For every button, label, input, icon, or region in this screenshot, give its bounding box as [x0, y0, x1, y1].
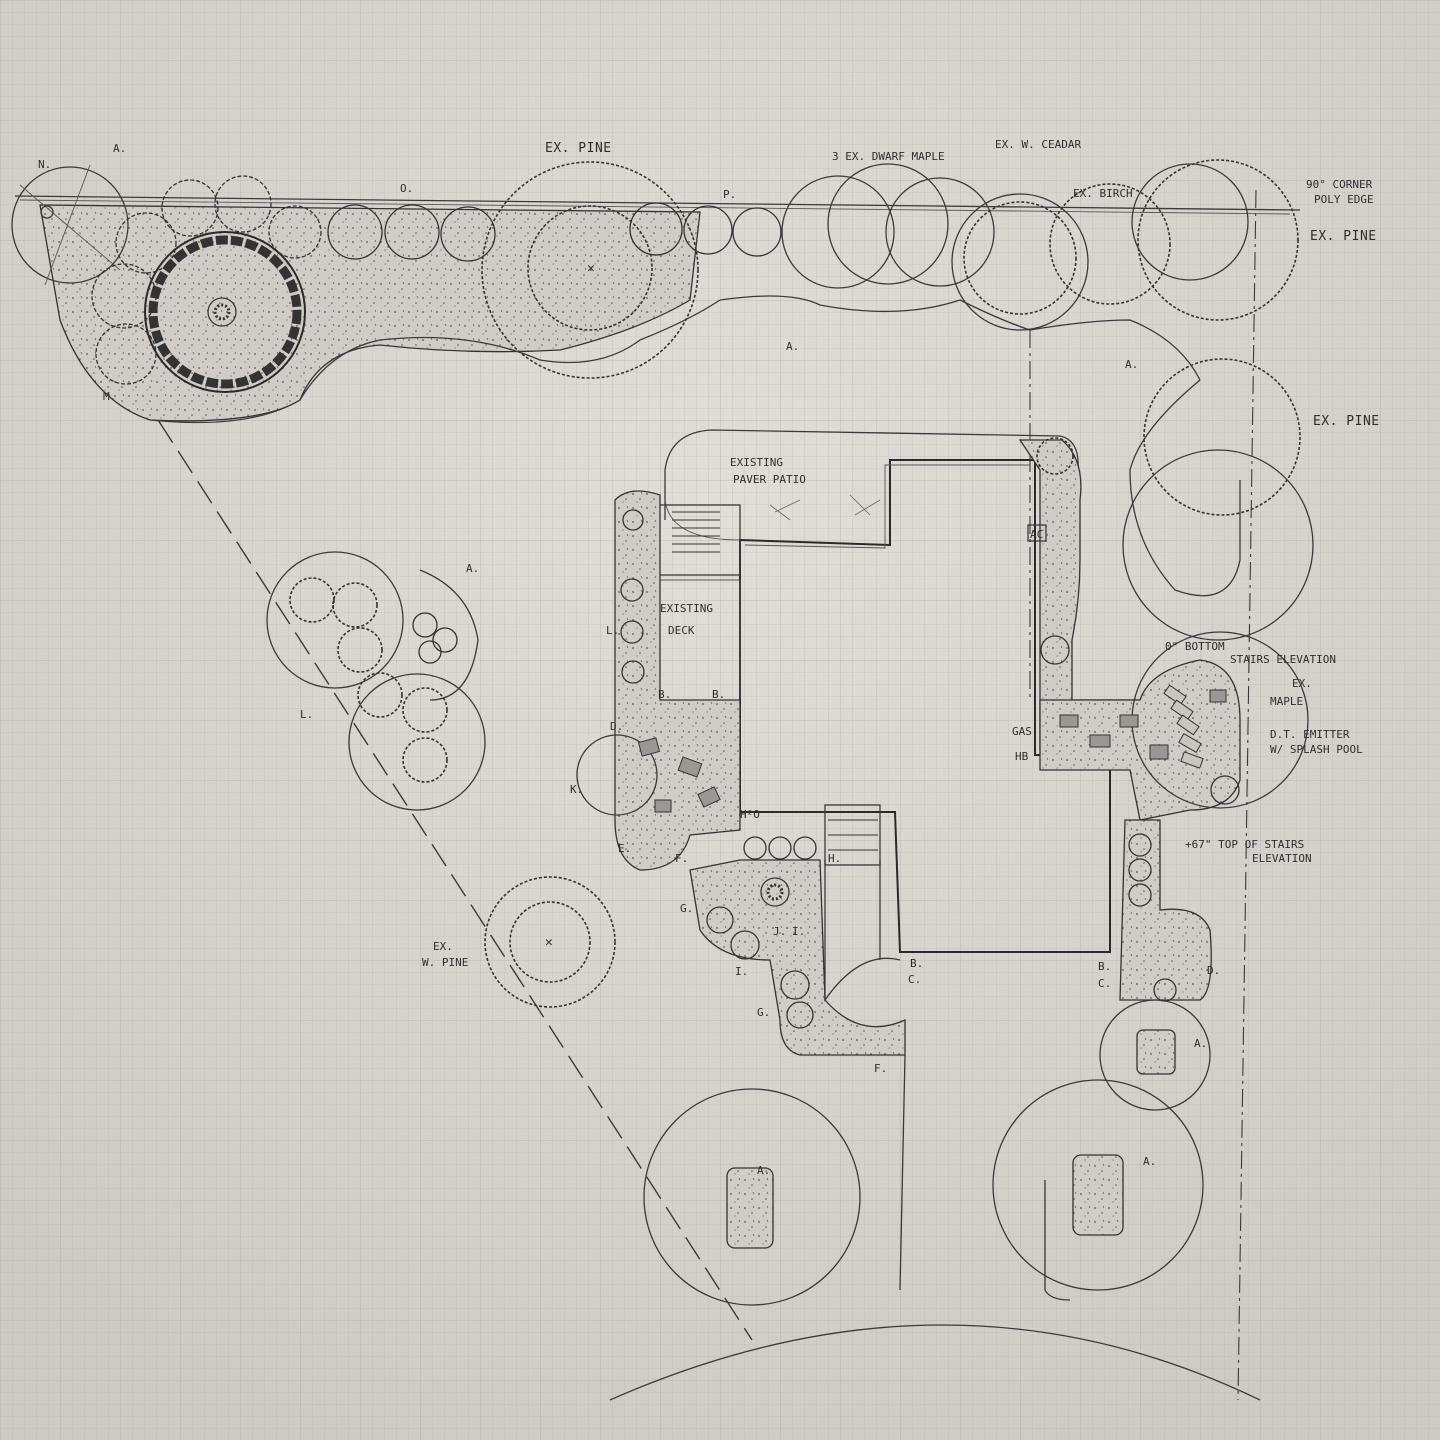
label-gas: GAS: [1012, 725, 1032, 738]
label-ex-pine-top: EX. PINE: [545, 141, 612, 156]
key-l-2: L.: [300, 708, 313, 721]
label-top-stairs-2: ELEVATION: [1252, 852, 1312, 865]
right-top-trees: [951, 159, 1314, 641]
key-a-7: A.: [1194, 1037, 1207, 1050]
label-ex-maple-2: MAPLE: [1270, 695, 1303, 708]
key-g-1: G.: [680, 902, 693, 915]
key-c-1: C.: [908, 973, 921, 986]
key-a-6: A.: [1143, 1155, 1156, 1168]
key-i-2: I.: [792, 925, 805, 938]
key-k-1: K.: [570, 783, 583, 796]
label-ex-birch: EX. BIRCH: [1073, 187, 1133, 200]
property-lines: [14, 189, 1301, 1401]
svg-text:✕: ✕: [587, 261, 595, 276]
label-deck-2: DECK: [668, 624, 695, 637]
key-d-1: D.: [610, 720, 623, 733]
key-f-1: F.: [675, 852, 688, 865]
label-deck-1: EXISTING: [660, 602, 713, 615]
top-planting-bed: [39, 204, 1241, 597]
key-m-1: M.: [103, 390, 116, 403]
svg-text:✕: ✕: [545, 935, 553, 950]
plant-key-letters: A. A. A. A. A. A. A. B. B. B. B. C. C. D…: [38, 142, 1220, 1177]
label-ex-maple-1: EX.: [1292, 677, 1312, 690]
ex-w-pine-tree: ✕: [484, 876, 616, 1008]
hedge-row-shrubs: [327, 202, 782, 262]
lower-left-bed: [689, 836, 906, 1056]
label-ex-pine-right-top: EX. PINE: [1310, 229, 1377, 244]
fire-pit-stone-circle: [144, 231, 306, 393]
key-j-1: J.: [773, 925, 786, 938]
label-dwarf-maple: 3 EX. DWARF MAPLE: [832, 150, 945, 163]
key-n-1: N.: [38, 158, 51, 171]
key-p-1: P.: [723, 188, 736, 201]
label-emitter-2: W/ SPLASH POOL: [1270, 743, 1363, 756]
key-l-1: L.: [606, 624, 619, 637]
existing-paver-patio: [664, 429, 1079, 541]
left-island-bed: [266, 551, 486, 811]
key-a-1: A.: [113, 142, 126, 155]
label-ex-w-pine-2: W. PINE: [422, 956, 468, 969]
driveway: [899, 1054, 1071, 1301]
key-f-2: F.: [874, 1062, 887, 1075]
ex-pine-top-tree: ✕: [481, 161, 699, 379]
label-bottom-stairs-2: STAIRS ELEVATION: [1230, 653, 1336, 666]
label-h2o: H²O: [740, 808, 760, 821]
label-ac: AC: [1030, 528, 1043, 541]
front-yard-trees: [643, 999, 1211, 1306]
existing-deck: [654, 504, 741, 700]
label-ex-pine-right-mid: EX. PINE: [1313, 414, 1380, 429]
rock-garden-stairs: [1039, 631, 1309, 821]
key-c-2: C.: [1098, 977, 1111, 990]
label-patio-2: PAVER PATIO: [733, 473, 806, 486]
label-ex-w-pine-1: EX.: [433, 940, 453, 953]
key-h-1: H.: [828, 852, 841, 865]
key-b-4: B.: [1098, 960, 1111, 973]
dwarf-maple-trees: [781, 163, 995, 289]
right-side-bed: [1119, 819, 1212, 1002]
tree-n-canopy: [11, 164, 129, 286]
label-bottom-stairs-1: 0" BOTTOM: [1165, 640, 1225, 653]
label-corner-note-1: 90° CORNER: [1306, 178, 1373, 191]
key-a-4: A.: [466, 562, 479, 575]
key-a-3: A.: [1125, 358, 1138, 371]
side-stairs: [824, 804, 901, 1003]
label-ex-w-cedar: EX. W. CEADAR: [995, 138, 1081, 151]
label-hb: HB: [1015, 750, 1029, 763]
key-b-3: B.: [910, 957, 923, 970]
key-i-1: I.: [735, 965, 748, 978]
key-d-2: D.: [1207, 964, 1220, 977]
label-top-stairs-1: +67" TOP OF STAIRS: [1185, 838, 1304, 851]
key-o-1: O.: [400, 182, 413, 195]
label-patio-1: EXISTING: [730, 456, 783, 469]
plan-labels: EX. PINE 3 EX. DWARF MAPLE EX. W. CEADAR…: [422, 138, 1380, 969]
key-a-2: A.: [786, 340, 799, 353]
key-e-1: E.: [618, 842, 631, 855]
fire-pit-shrubs: [91, 175, 322, 385]
key-g-2: G.: [757, 1006, 770, 1019]
label-emitter-1: D.T. EMITTER: [1270, 728, 1350, 741]
key-b-1: B.: [658, 688, 671, 701]
key-a-5: A.: [757, 1164, 770, 1177]
left-foundation-bed: [576, 490, 741, 871]
label-corner-note-2: POLY EDGE: [1314, 193, 1374, 206]
key-b-2: B.: [712, 688, 725, 701]
